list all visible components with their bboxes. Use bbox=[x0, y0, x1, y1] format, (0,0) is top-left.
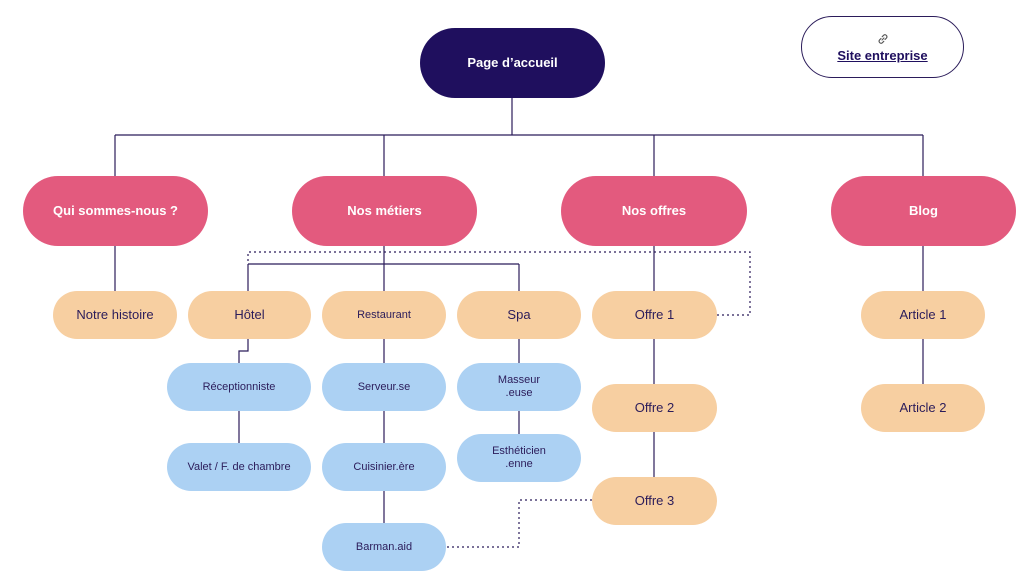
node-hotel: Hôtel bbox=[188, 291, 311, 339]
node-spa: Spa bbox=[457, 291, 581, 339]
node-offre-1: Offre 1 bbox=[592, 291, 717, 339]
node-label: Spa bbox=[507, 306, 531, 322]
node-label: Cuisinier.ère bbox=[353, 460, 415, 473]
node-label: Barman.aid bbox=[355, 540, 413, 553]
node-valet: Valet / F. de chambre bbox=[167, 443, 311, 491]
node-qui-sommes-nous: Qui sommes-nous ? bbox=[23, 176, 208, 246]
node-label: Nos métiers bbox=[347, 202, 422, 218]
link-icon bbox=[878, 33, 887, 44]
site-entreprise-label[interactable]: Site entreprise bbox=[837, 47, 928, 63]
connector-hotel-reception bbox=[238, 339, 249, 363]
node-serveur: Serveur.se bbox=[322, 363, 446, 411]
node-label: Page d’accueil bbox=[467, 54, 558, 70]
node-nos-offres: Nos offres bbox=[561, 176, 747, 246]
node-label: Hôtel bbox=[234, 306, 265, 322]
node-label: Valet / F. de chambre bbox=[187, 460, 291, 473]
node-blog: Blog bbox=[831, 176, 1016, 246]
node-label: Esthéticien .enne bbox=[492, 445, 546, 470]
site-entreprise-button[interactable]: Site entreprise bbox=[801, 16, 964, 78]
node-label: Article 1 bbox=[899, 306, 947, 322]
node-receptionniste: Réceptionniste bbox=[167, 363, 311, 411]
node-estheticien: Esthéticien .enne bbox=[457, 434, 581, 482]
node-article-1: Article 1 bbox=[861, 291, 985, 339]
node-label: Masseur .euse bbox=[497, 374, 541, 399]
node-nos-metiers: Nos métiers bbox=[292, 176, 477, 246]
dotted-link-offre1-metiers bbox=[247, 251, 751, 316]
node-masseur: Masseur .euse bbox=[457, 363, 581, 411]
node-label: Qui sommes-nous ? bbox=[53, 202, 178, 218]
node-label: Serveur.se bbox=[357, 380, 411, 393]
node-notre-histoire: Notre histoire bbox=[53, 291, 177, 339]
node-article-2: Article 2 bbox=[861, 384, 985, 432]
node-label: Article 2 bbox=[899, 399, 947, 415]
node-label: Notre histoire bbox=[76, 306, 154, 322]
node-label: Restaurant bbox=[357, 308, 411, 321]
dotted-link-barman-offre3 bbox=[447, 499, 592, 548]
node-label: Offre 1 bbox=[634, 306, 675, 322]
node-barman: Barman.aid bbox=[322, 523, 446, 571]
node-label: Blog bbox=[909, 202, 938, 218]
node-label: Nos offres bbox=[621, 202, 687, 218]
node-cuisinier: Cuisinier.ère bbox=[322, 443, 446, 491]
node-label: Réceptionniste bbox=[202, 380, 276, 393]
node-restaurant: Restaurant bbox=[322, 291, 446, 339]
node-label: Offre 2 bbox=[634, 399, 675, 415]
node-page-accueil: Page d’accueil bbox=[420, 28, 605, 98]
node-label: Offre 3 bbox=[634, 492, 675, 508]
node-offre-2: Offre 2 bbox=[592, 384, 717, 432]
node-offre-3: Offre 3 bbox=[592, 477, 717, 525]
